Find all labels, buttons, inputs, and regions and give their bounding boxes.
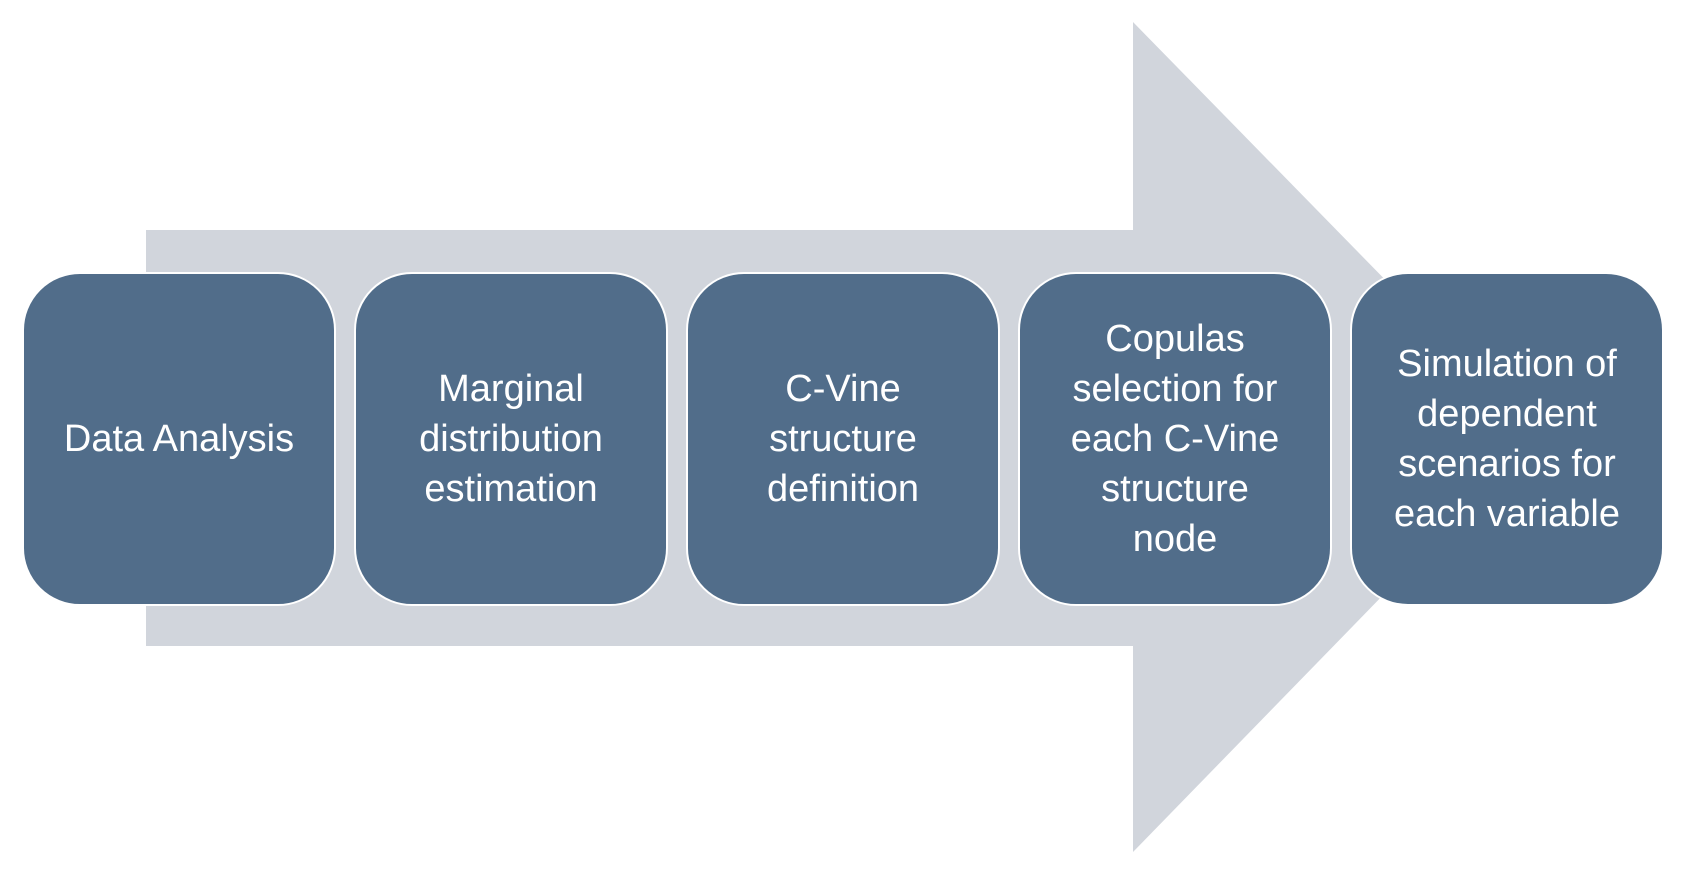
step-data-analysis: Data Analysis [22, 272, 336, 606]
step-label: C-Vine structure definition [766, 367, 920, 511]
step-simulation-of-dependent-scenarios: Simulation of dependent scenarios for ea… [1350, 272, 1664, 606]
step-label: Copulas selection for each C-Vine struct… [1070, 317, 1280, 561]
step-label: Marginal distribution estimation [419, 367, 603, 511]
step-marginal-distribution-estimation: Marginal distribution estimation [354, 272, 668, 606]
step-c-vine-structure-definition: C-Vine structure definition [686, 272, 1000, 606]
step-label: Data Analysis [63, 417, 295, 460]
step-label: Simulation of dependent scenarios for ea… [1393, 342, 1621, 536]
step-copulas-selection: Copulas selection for each C-Vine struct… [1018, 272, 1332, 606]
